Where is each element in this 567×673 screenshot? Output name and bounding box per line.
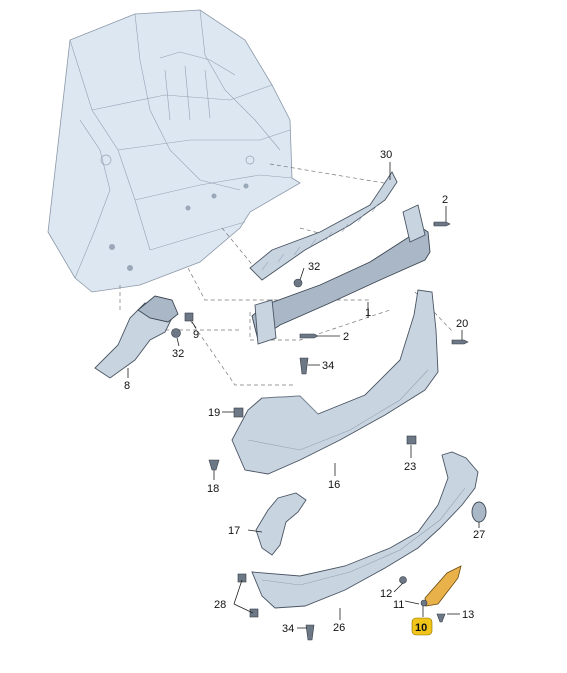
label-18: 18 — [207, 483, 219, 495]
label-28: 28 — [214, 599, 226, 611]
label-23: 23 — [404, 461, 416, 473]
label-19: 19 — [208, 407, 220, 419]
label-32-left: 32 — [172, 348, 184, 360]
label-17: 17 — [228, 525, 240, 537]
label-12: 12 — [380, 588, 392, 600]
vehicle-body-rear — [47, 9, 301, 293]
label-30: 30 — [380, 149, 392, 161]
bumper-reinforcement-part-1 — [251, 227, 431, 341]
highlight-marker-10 — [411, 617, 433, 636]
label-8: 8 — [124, 380, 130, 392]
label-34-bottom: 34 — [282, 623, 294, 635]
label-9: 9 — [193, 329, 199, 341]
reinforcement-left-bracket — [254, 299, 277, 345]
bracket-part-17 — [255, 492, 307, 556]
bumper-cover-top-edge — [261, 395, 319, 415]
label-13: 13 — [462, 609, 474, 621]
lower-valance-part-26 — [251, 451, 479, 609]
label-20: 20 — [456, 318, 468, 330]
label-2-mid: 2 — [343, 331, 349, 343]
reinforcement-right-bracket — [402, 204, 426, 243]
impact-absorber-ribs — [261, 203, 379, 271]
label-10: 10 — [415, 622, 427, 634]
impact-absorber-part-30 — [249, 171, 398, 281]
label-34-top: 34 — [322, 360, 334, 372]
label-11: 11 — [393, 599, 404, 611]
leader-lines — [127, 162, 480, 629]
label-2-top: 2 — [442, 194, 448, 206]
part-labels: 30 2 32 1 2 20 9 32 8 34 19 23 16 18 17 … — [124, 149, 485, 635]
label-16: 16 — [328, 479, 340, 491]
bumper-cover-edge — [247, 369, 429, 451]
label-1: 1 — [365, 307, 371, 319]
cap-part-27 — [471, 501, 487, 523]
label-27: 27 — [473, 529, 485, 541]
reflector-part-10 — [424, 565, 462, 607]
lower-valance-edge — [261, 487, 466, 586]
fasteners — [171, 221, 469, 641]
label-26: 26 — [333, 622, 345, 634]
side-bracket-top — [137, 295, 179, 323]
label-32-top: 32 — [308, 261, 320, 273]
